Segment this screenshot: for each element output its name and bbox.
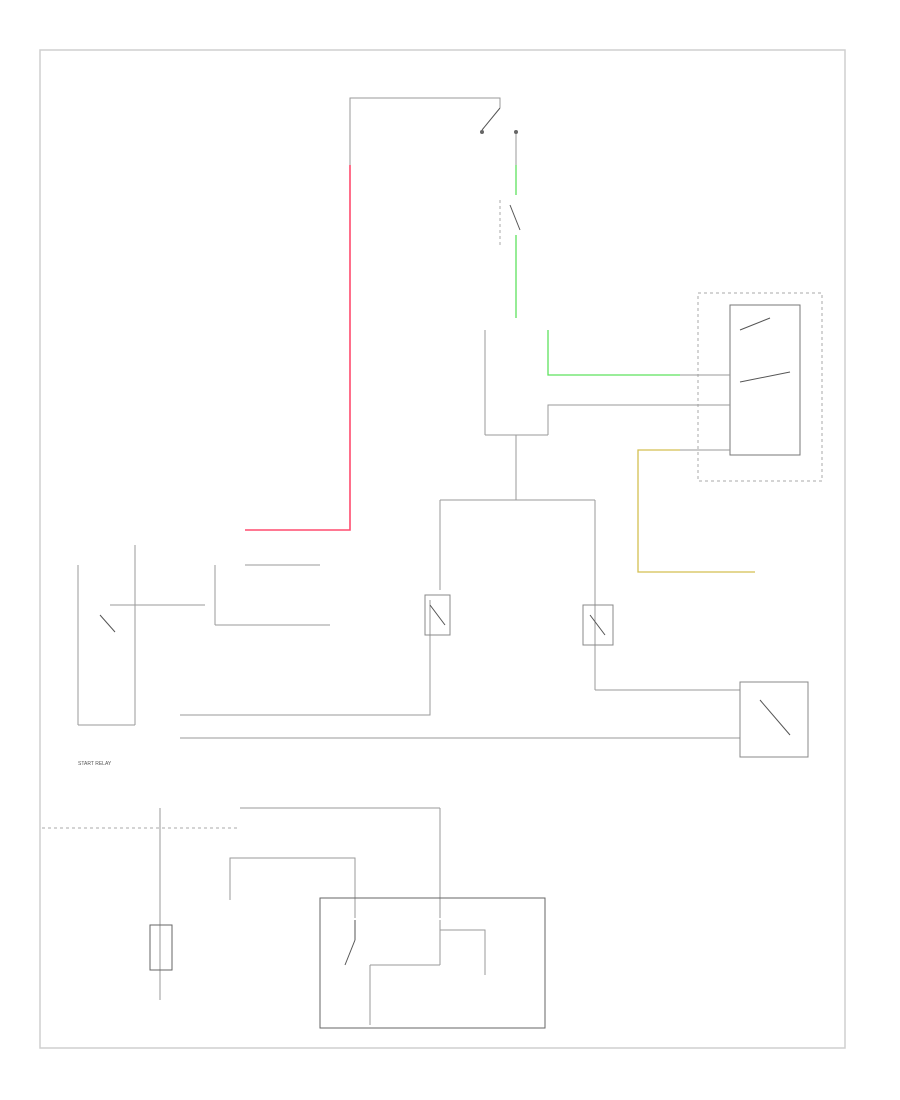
start-relay: START RELAY — [77, 545, 330, 767]
anti-theft-relay-module — [680, 292, 823, 482]
transmission-range-sensor — [739, 681, 809, 758]
battery-circuit — [42, 807, 441, 1000]
park-neutral-switch — [582, 604, 614, 646]
transmission-range-switch — [499, 165, 521, 318]
clutch-switch — [424, 594, 451, 636]
page-border — [39, 49, 846, 1049]
yellow-wire — [637, 449, 755, 573]
control-bus — [180, 499, 740, 739]
start-relay-label: START RELAY — [78, 761, 112, 767]
battery — [149, 924, 173, 971]
ignition-switch — [349, 97, 518, 165]
junction-block — [484, 330, 680, 500]
red-wire — [245, 165, 351, 531]
starter-motor — [319, 897, 546, 1029]
